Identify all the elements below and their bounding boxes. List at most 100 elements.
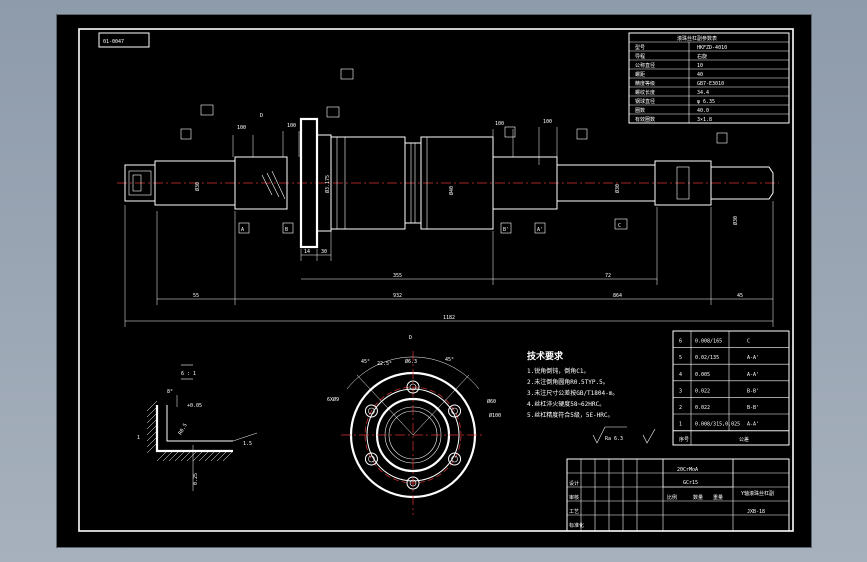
param-value: 10 [697,63,703,69]
technical-requirements: 技术要求 1.锐角倒钝，倒角C1。2.未注倒角圆角R0.5TYP.5。3.未注尺… [527,350,656,444]
detail-scale: 6 : 1 [181,371,196,377]
svg-text:数量: 数量 [693,494,703,501]
detail-view: 6 : 1 8° +0.05 R0.5 1 0.25 1.5 [137,364,258,491]
svg-text:22.5°: 22.5° [377,361,392,367]
svg-text:45°: 45° [445,357,454,363]
tol-index: 2 [679,405,682,411]
svg-text:100: 100 [543,119,552,125]
tol-value: 0.022 [695,388,710,394]
svg-text:Ø30: Ø30 [732,216,739,225]
param-name: 精度等级 [635,80,655,87]
svg-text:100: 100 [287,123,296,129]
tol-index: 1 [679,422,682,428]
svg-text:932: 932 [393,293,402,299]
tol-datum: B-B' [747,405,759,411]
svg-text:设计: 设计 [569,480,579,487]
tech-req-item: 5.丝杠精度符合5级，5E-HRC。 [527,411,614,419]
svg-text:Ø30: Ø30 [614,184,621,193]
param-name: 导程 [635,53,645,60]
svg-text:355: 355 [393,273,402,279]
ball-screw-shaft [124,117,774,249]
svg-text:Ø30: Ø30 [194,182,201,191]
tol-datum: A-A' [747,422,759,428]
svg-text:Ø3.175: Ø3.175 [324,175,331,193]
svg-text:100: 100 [495,121,504,127]
param-value: GB7-E3010 [697,81,724,87]
svg-text:6XØ9: 6XØ9 [327,396,339,403]
tol-footer-right: 公差 [739,436,749,443]
svg-text:55: 55 [193,293,199,299]
tol-value: 0.005 [695,372,710,378]
tol-datum: B-B' [747,388,759,394]
inner-frame [78,28,794,532]
svg-text:工艺: 工艺 [569,509,579,515]
tol-index: 5 [679,355,682,361]
param-value: 34.4 [697,90,709,96]
title-block: 20CrMoA GCr15 Y轴滚珠丝杠副 JXB-18 比例 数量 重量 设计… [566,458,790,532]
flange-section-view: D 45° 45° 22.5° 6XØ9 Ø60 Ø100 Ø6.3 [327,335,501,515]
param-name: 螺距 [635,71,645,78]
param-value: 3×1.8 [697,117,712,123]
svg-text:审核: 审核 [569,494,579,501]
drawing-title: Y轴滚珠丝杠副 [741,490,774,497]
material-std: 20CrMoA [677,467,698,473]
param-name: 钢球直径 [635,98,655,105]
svg-text:14: 14 [304,249,310,255]
bolt-hole [406,380,420,394]
svg-text:45: 45 [737,293,743,299]
tol-datum: C [747,339,750,345]
surface-finish: Ra 6.3 [605,436,623,442]
svg-text:比例: 比例 [667,494,677,501]
datum-labels: A B B' A' C D [180,68,728,234]
svg-text:R0.5: R0.5 [178,423,189,436]
sheet-number: JXB-18 [747,509,765,515]
tol-value: 0.02/135 [695,355,719,361]
svg-text:864: 864 [613,293,622,299]
svg-text:A': A' [537,227,543,233]
tol-value: 0.008/165 [695,339,722,345]
svg-text:Ø40: Ø40 [448,186,455,195]
svg-text:0.25: 0.25 [193,473,199,485]
param-value: 右旋 [697,53,707,60]
svg-text:1.5: 1.5 [243,441,252,447]
svg-text:A: A [241,227,244,233]
tol-datum: A-A' [747,372,759,378]
svg-text:+0.05: +0.05 [187,403,202,409]
code-box [98,32,150,48]
bolt-hole [364,404,378,418]
svg-text:1182: 1182 [443,315,455,321]
tol-index: 4 [679,372,682,378]
tol-index: 6 [679,339,682,345]
svg-text:重量: 重量 [713,494,723,501]
tol-index: 3 [679,388,682,394]
param-value: 40 [697,72,703,78]
tol-footer-left: 序号 [679,436,689,443]
tol-value: 0.008/315,0.025 [695,422,740,428]
param-name: 圈数 [635,107,645,114]
svg-text:Ø100: Ø100 [489,412,501,419]
param-name: 有效圈数 [635,116,655,123]
svg-text:B': B' [503,227,509,233]
param-value: φ 6.35 [697,99,715,105]
view-d-label: D [409,335,412,341]
param-name: 型号 [635,44,645,51]
svg-text:1: 1 [137,435,140,441]
svg-text:72: 72 [605,273,611,279]
code-box-text: 01-0047 [103,39,124,45]
svg-text:Ø60: Ø60 [487,398,496,405]
tech-req-item: 4.丝杠淬火硬度58~62HRC。 [527,400,605,408]
bolt-hole [364,452,378,466]
svg-text:8°: 8° [167,389,173,395]
bottom-dimensions: 14 30 355 72 55 932 864 45 1182 [124,201,774,327]
tech-req-item: 2.未注倒角圆角R0.5TYP.5。 [527,378,609,386]
param-table-title: 滚珠丝杠副参数表 [677,35,717,42]
svg-text:标准化: 标准化 [569,522,584,529]
tech-req-item: 1.锐角倒钝，倒角C1。 [527,367,589,375]
bolt-hole [448,404,462,418]
tech-req-item: 3.未注尺寸公差按GB/T1804-m。 [527,389,618,397]
svg-text:Ø6.3: Ø6.3 [405,358,417,365]
tol-datum: A-A' [747,355,759,361]
